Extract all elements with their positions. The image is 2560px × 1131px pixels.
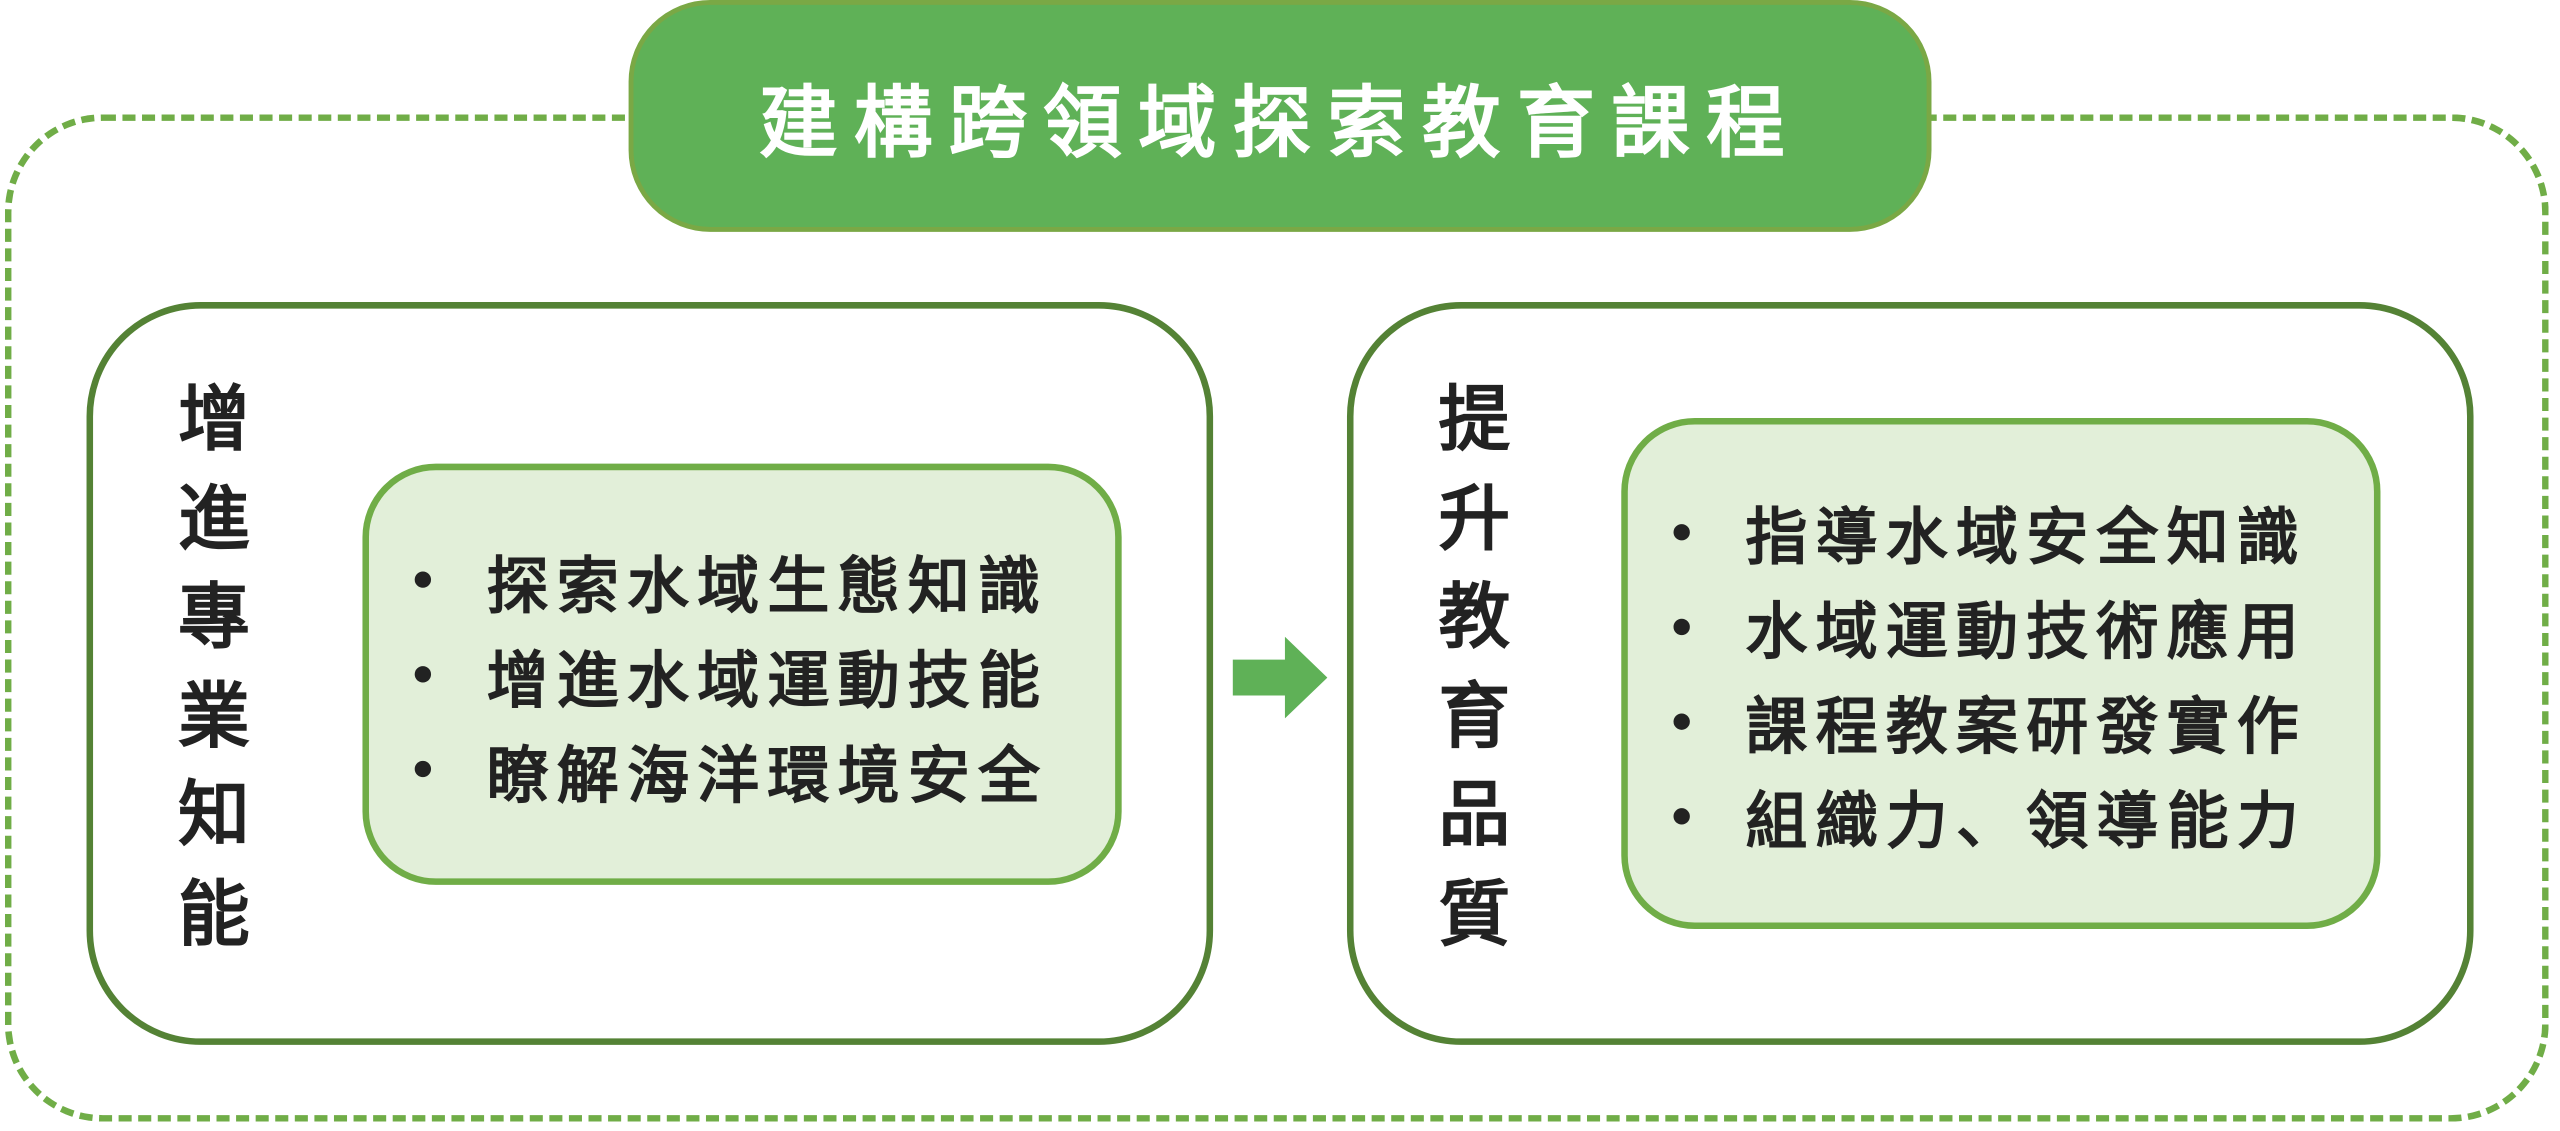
- bullet-icon: [414, 571, 432, 588]
- heading-char: 升: [1438, 477, 1511, 561]
- heading-char: 能: [177, 872, 250, 956]
- heading-char: 增: [177, 378, 250, 463]
- list-item: 探索水域生態知識: [414, 532, 1115, 627]
- heading-char: 業: [177, 675, 250, 759]
- list-item-text: 指導水域安全知識: [1745, 501, 2308, 574]
- heading-char: 提: [1438, 378, 1511, 463]
- list-item: 瞭解海洋環境安全: [414, 722, 1115, 817]
- heading-char: 質: [1438, 872, 1511, 956]
- right-items-box: 指導水域安全知識 水域運動技術應用 課程教案研發實作 組織力、領導能力: [1621, 417, 2381, 930]
- heading-char: 品: [1438, 773, 1511, 858]
- list-item-text: 組織力、領導能力: [1745, 785, 2308, 858]
- left-items-box: 探索水域生態知識 增進水域運動技能 瞭解海洋環境安全: [362, 463, 1122, 885]
- list-item: 組織力、領導能力: [1673, 768, 2374, 863]
- heading-char: 育: [1438, 675, 1511, 759]
- left-panel-heading: 增 進 專 業 知 能: [165, 372, 263, 965]
- bullet-icon: [1673, 523, 1690, 540]
- heading-char: 進: [177, 477, 250, 561]
- heading-char: 教: [1438, 576, 1511, 660]
- list-item: 增進水域運動技能: [414, 627, 1115, 722]
- bullet-icon: [1673, 617, 1690, 635]
- list-item: 指導水域安全知識: [1673, 484, 2374, 579]
- list-item: 課程教案研發實作: [1673, 673, 2374, 768]
- bullet-icon: [1673, 712, 1690, 730]
- bullet-icon: [414, 760, 432, 778]
- list-item-text: 探索水域生態知識: [486, 549, 1049, 622]
- bullet-icon: [414, 666, 432, 683]
- heading-char: 專: [177, 576, 250, 660]
- heading-char: 知: [177, 773, 250, 858]
- list-item-text: 增進水域運動技能: [486, 644, 1049, 716]
- list-item-text: 瞭解海洋環境安全: [486, 738, 1049, 811]
- diagram-title: 建構跨領域探索教育課程: [628, 0, 1932, 232]
- right-panel-heading: 提 升 教 育 品 質: [1425, 372, 1523, 965]
- list-item: 水域運動技術應用: [1673, 579, 2374, 674]
- list-item-text: 水域運動技術應用: [1745, 595, 2308, 668]
- bullet-icon: [1673, 807, 1690, 824]
- list-item-text: 課程教案研發實作: [1745, 690, 2308, 763]
- right-arrow-icon: [1232, 636, 1328, 719]
